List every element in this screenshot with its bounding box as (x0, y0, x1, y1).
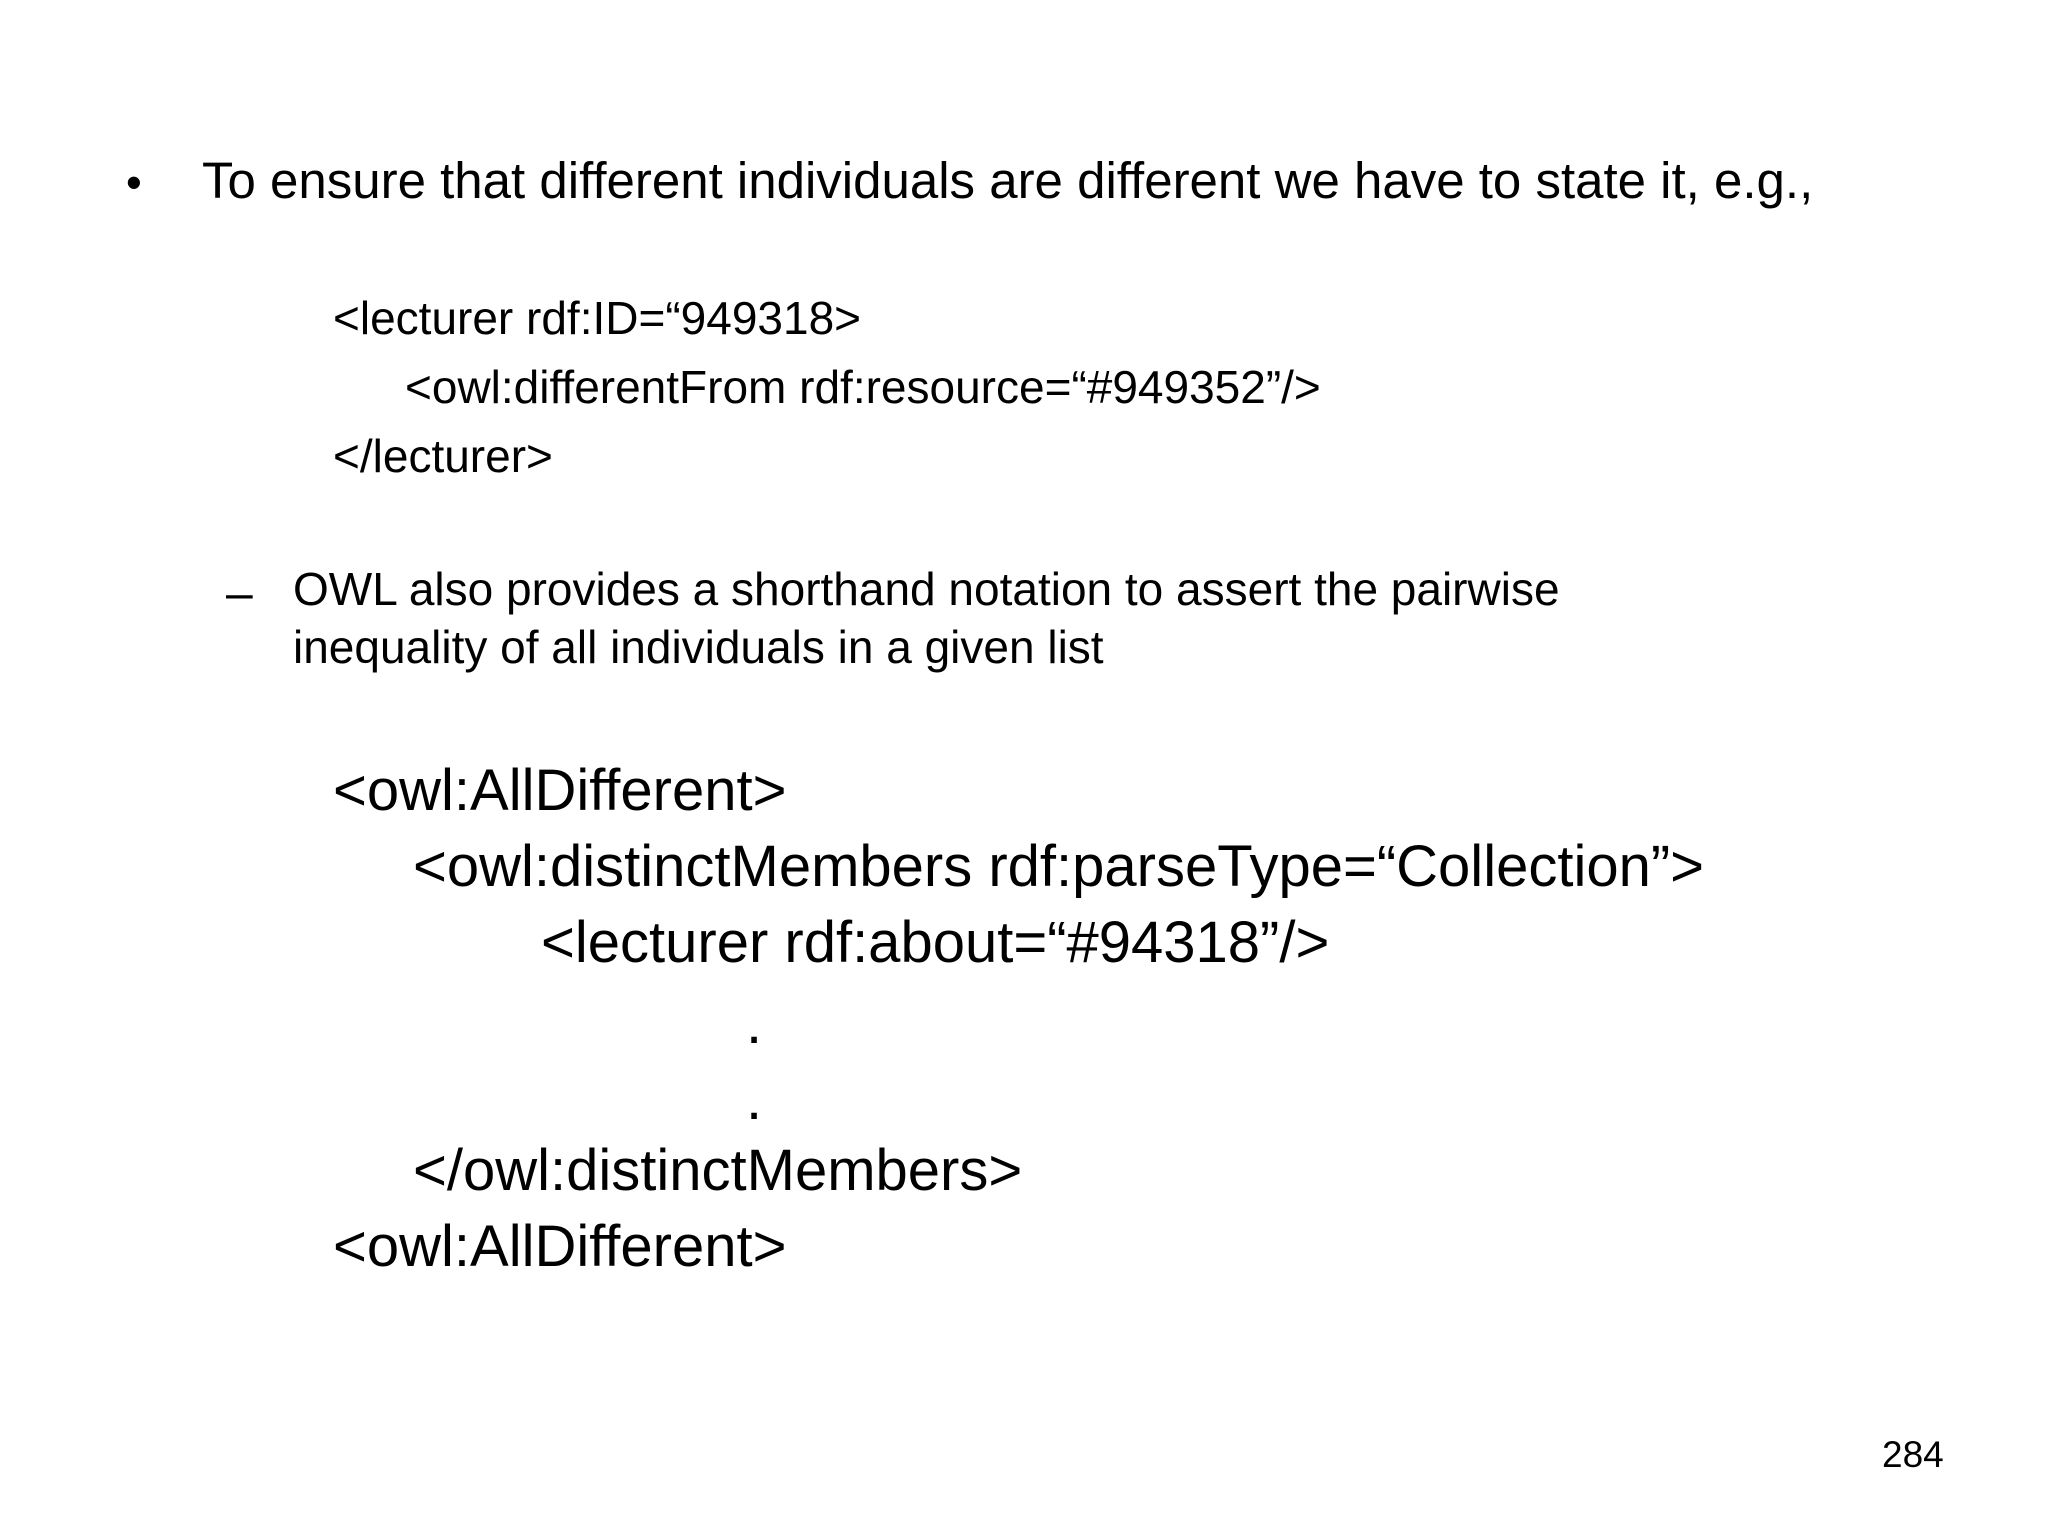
page-number: 284 (1882, 1434, 1944, 1475)
code-line: <lecturer rdf:ID=“949318> (333, 292, 862, 344)
code-line: <lecturer rdf:about=“#94318”/> (541, 910, 1330, 975)
code-line: <owl:AllDifferent> (333, 758, 787, 823)
sub-bullet-text-line: inequality of all individuals in a given… (293, 621, 1104, 673)
code-line: <owl:differentFrom rdf:resource=“#949352… (405, 361, 1321, 413)
bullet-text: To ensure that different individuals are… (202, 152, 1814, 209)
sub-bullet-text-line: OWL also provides a shorthand notation t… (293, 563, 1560, 615)
code-line: </owl:distinctMembers> (413, 1138, 1023, 1203)
bullet-marker: • (126, 157, 142, 208)
code-line: </lecturer> (333, 430, 553, 482)
ellipsis-dot: . (746, 1067, 763, 1132)
code-line: <owl:distinctMembers rdf:parseType=“Coll… (413, 834, 1705, 899)
ellipsis-dot: . (746, 991, 763, 1056)
code-line: <owl:AllDifferent> (333, 1214, 787, 1279)
sub-bullet-marker: – (226, 567, 253, 620)
